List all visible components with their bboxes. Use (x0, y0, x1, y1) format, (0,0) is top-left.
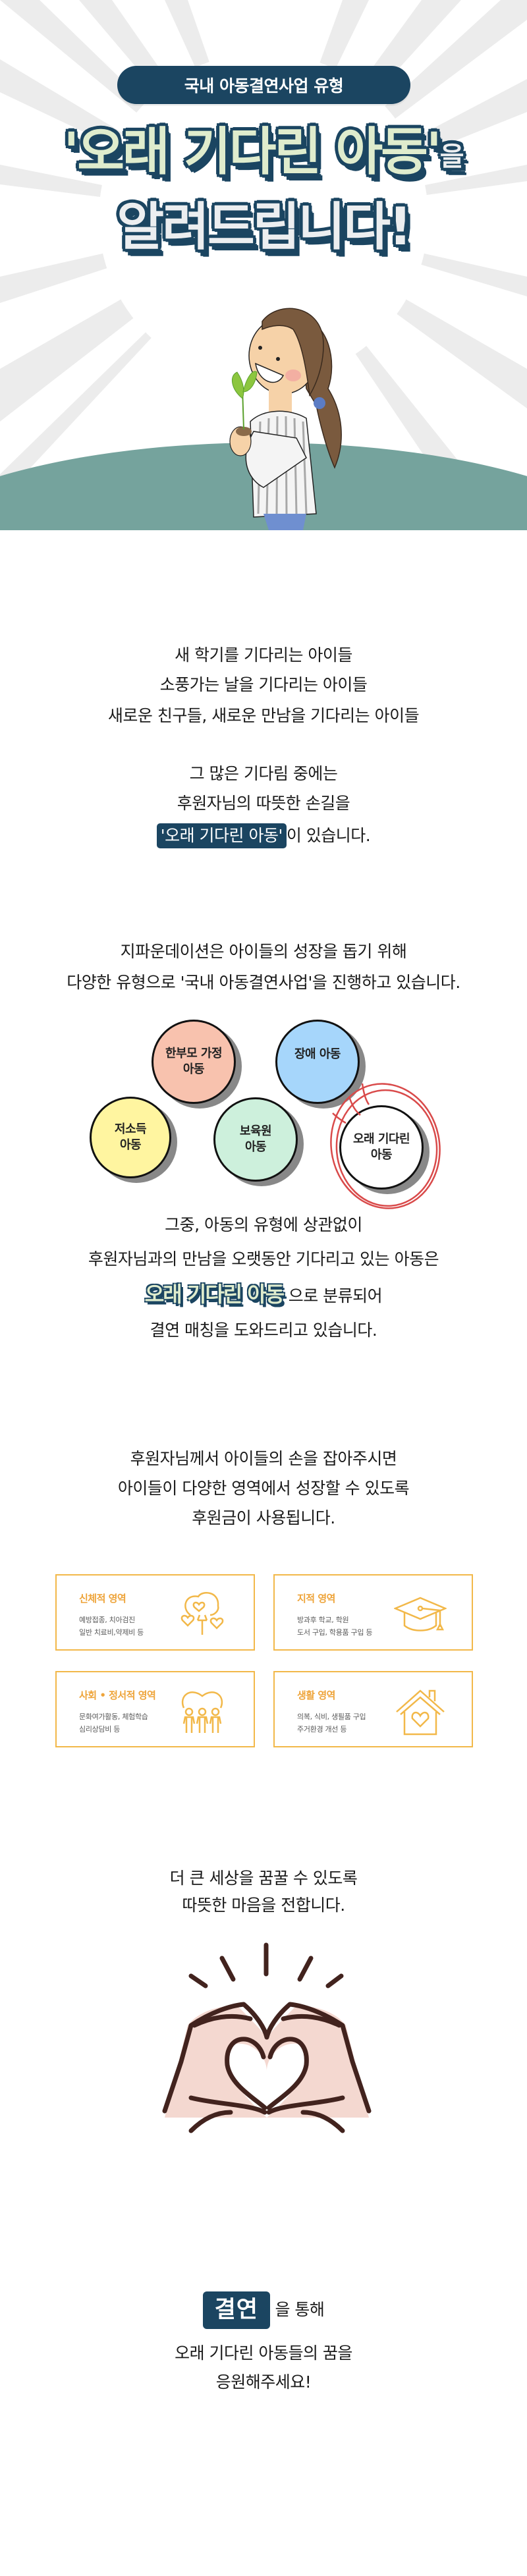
card-desc-line: 도서 구입, 학용품 구입 등 (297, 1628, 373, 1637)
people-heart-icon (181, 1691, 223, 1733)
circle-disabled: 장애 아동 (275, 1020, 360, 1104)
circle-label: 아동 (182, 1062, 205, 1076)
hero-title-suffix: 을 (439, 142, 464, 172)
types-after-line-1: 그중, 아동의 유형에 상관없이 (165, 1215, 362, 1234)
closing-line-3: 응원해주세요! (215, 2372, 312, 2392)
circle-label: 저소득 (114, 1122, 147, 1136)
circle-label: 아동 (244, 1140, 267, 1154)
card-intellectual: 지적 영역 방과후 학교, 학원 도서 구입, 학용품 구입 등 (273, 1574, 473, 1651)
card-desc-line: 예방접종, 치아검진 (79, 1616, 135, 1624)
usage-line-1: 후원자님께서 아이들의 손을 잡아주시면 (130, 1449, 397, 1468)
intro-line-2: 소풍가는 날을 기다리는 아이들 (159, 675, 368, 694)
circle-label: 장애 아동 (294, 1047, 341, 1061)
heart-line-1: 더 큰 세상을 꿈꿀 수 있도록 (169, 1869, 358, 1888)
usage-line-2: 아이들이 다양한 영역에서 성장할 수 있도록 (117, 1479, 410, 1498)
red-circle-scribble-icon (330, 1083, 441, 1209)
intro-highlight-suffix: 이 있습니다. (286, 826, 371, 845)
circle-label: 한부모 가정 (165, 1047, 223, 1060)
card-desc: 예방접종, 치아검진 일반 치료비,약제비 등 (79, 1614, 144, 1639)
circle-label: 아동 (119, 1138, 142, 1152)
types-after-suffix: 으로 분류되어 (288, 1286, 383, 1305)
circle-label: 아동 (370, 1148, 393, 1162)
intro-line-3: 새로운 친구들, 새로운 만남을 기다리는 아이들 (107, 706, 420, 725)
closing-highlight-suffix: 을 통해 (275, 2300, 325, 2319)
types-after-line-2: 후원자님과의 만남을 오랫동안 기다리고 있는 아동은 (88, 1249, 439, 1269)
card-social-emotional: 사회 • 정서적 영역 문화여가활동, 체험학습 심리상담비 등 (55, 1671, 255, 1747)
types-line-2: 다양한 유형으로 '국내 아동결연사업'을 진행하고 있습니다. (67, 973, 460, 992)
types-after-line-4: 결연 매칭을 도와드리고 있습니다. (150, 1321, 377, 1340)
hero-title-line2: 알려드립니다! (0, 191, 527, 263)
card-desc-line: 방과후 학교, 학원 (297, 1616, 349, 1624)
tree-hearts-icon (180, 1591, 224, 1635)
long-waiting-child-highlight: '오래 기다린 아동' (156, 823, 287, 848)
heart-hands-icon (162, 1942, 372, 2133)
intro-line-4: 그 많은 기다림 중에는 (189, 764, 338, 783)
card-title: 신체적 영역 (79, 1593, 126, 1604)
card-title: 사회 • 정서적 영역 (79, 1689, 156, 1701)
types-after-line-3: 오래 기다린 아동 으로 분류되어 (0, 1283, 527, 1307)
hero-banner: 국내 아동결연사업 유형 '오래 기다린 아동'을 알려드립니다! (0, 0, 527, 530)
sunburst-rays-background (0, 0, 527, 530)
card-desc: 방과후 학교, 학원 도서 구입, 학용품 구입 등 (297, 1614, 372, 1639)
card-desc-line: 문화여가활동, 체험학습 (79, 1713, 148, 1721)
intro-line-6: '오래 기다린 아동'이 있습니다. (0, 823, 527, 848)
card-living: 생활 영역 의복, 식비, 생필품 구입 주거환경 개선 등 (273, 1671, 473, 1747)
sponsorship-highlight-badge: 결연 (202, 2291, 270, 2329)
girl-holding-sprout-illustration (229, 308, 342, 530)
intro-line-1: 새 학기를 기다리는 아이들 (175, 645, 352, 665)
intro-line-5: 후원자님의 따뜻한 손길을 (177, 794, 350, 813)
card-desc: 문화여가활동, 체험학습 심리상담비 등 (79, 1711, 148, 1736)
card-title: 지적 영역 (297, 1593, 335, 1604)
category-pill-label: 국내 아동결연사업 유형 (184, 76, 344, 96)
hero-title-line2-text: 알려드립니다! (117, 198, 412, 257)
card-desc-line: 의복, 식비, 생필품 구입 (297, 1713, 366, 1721)
card-desc-line: 주거환경 개선 등 (297, 1725, 347, 1734)
house-heart-icon (396, 1689, 445, 1736)
card-desc-line: 일반 치료비,약제비 등 (79, 1628, 144, 1637)
circle-label: 오래 기다린 (352, 1132, 410, 1146)
circle-label: 보육원 (239, 1124, 272, 1138)
closing-line-2: 오래 기다린 아동들의 꿈을 (175, 2343, 352, 2363)
card-title: 생활 영역 (297, 1689, 335, 1701)
types-line-1: 지파운데이션은 아이들의 성장을 돕기 위해 (120, 942, 407, 961)
hero-title-quoted: '오래 기다린 아동' (63, 123, 441, 182)
category-pill: 국내 아동결연사업 유형 (117, 66, 410, 104)
card-physical: 신체적 영역 예방접종, 치아검진 일반 치료비,약제비 등 (55, 1574, 255, 1651)
hero-title-line1: '오래 기다린 아동'을 (0, 116, 527, 193)
long-waiting-child-badge: 오래 기다린 아동 (144, 1282, 285, 1307)
heart-line-2: 따뜻한 마음을 전합니다. (182, 1896, 345, 1915)
closing-line-1: 결연 을 통해 (0, 2289, 527, 2330)
card-desc-line: 심리상담비 등 (79, 1725, 121, 1734)
graduation-cap-icon (394, 1597, 447, 1631)
usage-line-3: 후원금이 사용됩니다. (192, 1508, 335, 1527)
card-desc: 의복, 식비, 생필품 구입 주거환경 개선 등 (297, 1711, 366, 1736)
